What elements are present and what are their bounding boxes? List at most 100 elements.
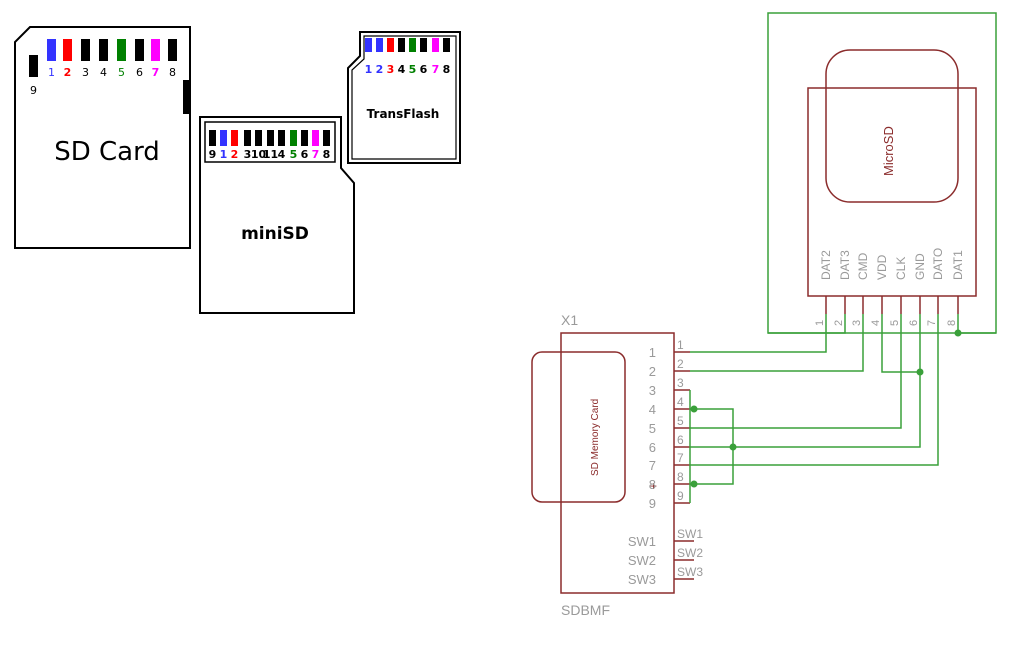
sd-pin-number: 1 (48, 66, 55, 79)
microsd-signal-label: GND (913, 253, 927, 280)
wire-pin5-clk (690, 314, 902, 429)
x1-inner-pin-label: 1 (649, 345, 656, 360)
sd-pin-contact (151, 39, 160, 61)
x1-pin-number: 6 (677, 433, 684, 447)
junctions (690, 329, 962, 488)
microsd-pin-number: 8 (946, 320, 958, 326)
x1-inner-pin-label: 2 (649, 364, 656, 379)
sd-pin-number: 8 (169, 66, 176, 79)
minisd-pin-contact (255, 130, 262, 146)
sd-pin-contact (81, 39, 90, 61)
sd-pin-contact (99, 39, 108, 61)
sd-pin-number: 2 (64, 66, 72, 79)
transflash-pin-number: 2 (376, 63, 384, 76)
sd-pin-number: 9 (30, 84, 37, 97)
minisd-pin-number: 7 (312, 148, 320, 161)
sd-pin-number: 4 (100, 66, 107, 79)
sd-card-title: SD Card (54, 137, 160, 167)
sd-pin-number: 5 (118, 66, 125, 79)
minisd-pin-number: 4 (278, 148, 286, 161)
sd-pin-contact (168, 39, 177, 61)
minisd-pin-contact (278, 130, 285, 146)
transflash-inner-outline (351, 35, 457, 160)
transflash-pin-number: 3 (387, 63, 395, 76)
transflash-card-outline (347, 31, 461, 164)
microsd-signal-label: CMD (856, 252, 870, 280)
junction-dot (690, 405, 698, 413)
x1-part-value: SDBMF (561, 602, 610, 618)
junction-dot (916, 368, 924, 376)
transflash-pin-contact (443, 38, 450, 52)
minisd-pin-number: 3 (244, 148, 252, 161)
x1-pin-number: 5 (677, 414, 684, 428)
microsd-pin-leads (825, 296, 959, 314)
transflash-pin-contact (409, 38, 416, 52)
x1-inner-pin-label: 9 (649, 496, 656, 511)
minisd-pin-number: 2 (231, 148, 239, 161)
x1-switch-pin: SW3 (677, 565, 703, 579)
transflash-pin-number: 5 (409, 63, 417, 76)
microsd-signal-label: DAT2 (819, 250, 833, 280)
x1-switch-label: SW3 (628, 572, 656, 587)
x1-pin-number: 4 (677, 395, 684, 409)
transflash-pin-contact (398, 38, 405, 52)
x1-card-outline (531, 351, 626, 503)
x1-switch-label: SW2 (628, 553, 656, 568)
transflash-pin-contact (376, 38, 383, 52)
minisd-pin-number: 9 (209, 148, 217, 161)
x1-inner-pin-label: 5 (649, 421, 656, 436)
x1-inner-pin-label: 3 (649, 383, 656, 398)
microsd-signal-label: DAT1 (951, 250, 965, 280)
sd-pin-contact (135, 39, 144, 61)
junction-dot (690, 480, 698, 488)
minisd-pin-number: 11 (263, 148, 278, 161)
x1-pin-number: 3 (677, 376, 684, 390)
microsd-pin-number: 7 (926, 320, 938, 326)
x1-pin-number: 8 (677, 470, 684, 484)
transflash-pin-number: 7 (432, 63, 440, 76)
microsd-pin-number: 5 (889, 320, 901, 326)
transflash-pin-contact (432, 38, 439, 52)
minisd-pin-contact (231, 130, 238, 146)
wire-pin6-gnd (690, 372, 921, 448)
sd-card-lock-notch (183, 80, 190, 114)
x1-pin-number: 9 (677, 489, 684, 503)
wire-vdd-gnd (881, 314, 921, 373)
sd-pin-contact (63, 39, 72, 61)
wire-dat1-frame (957, 314, 996, 334)
sd-pin-contact (117, 39, 126, 61)
x1-part-name: X1 (561, 312, 578, 328)
microsd-pin-number: 2 (833, 320, 845, 326)
x1-inner-pin-label: 4 (649, 402, 656, 417)
junction-dot (954, 329, 962, 337)
minisd-pin-number: 1 (220, 148, 228, 161)
microsd-signal-label: DATO (931, 248, 945, 280)
microsd-signal-label: VDD (875, 254, 889, 280)
x1-switch-pin: SW2 (677, 546, 703, 560)
minisd-card-title: miniSD (241, 224, 309, 244)
transflash-pin-contact (420, 38, 427, 52)
transflash-card-title: TransFlash (367, 107, 440, 121)
sd-pin-contact (29, 55, 38, 77)
microsd-pin-number: 4 (870, 320, 882, 326)
minisd-pin-number: 6 (301, 148, 309, 161)
wires (689, 314, 996, 503)
x1-inner-pin-label: 6 (649, 440, 656, 455)
x1-inner-pin-label: 8 (649, 477, 656, 492)
microsd-label: MicroSD (881, 126, 896, 176)
minisd-pin-frame (204, 121, 336, 163)
minisd-pin-number: 8 (323, 148, 331, 161)
microsd-signal-label: DAT3 (838, 250, 852, 280)
transflash-pin-number: 6 (420, 63, 428, 76)
transflash-pin-number: 8 (443, 63, 451, 76)
transflash-pin-number: 4 (398, 63, 406, 76)
